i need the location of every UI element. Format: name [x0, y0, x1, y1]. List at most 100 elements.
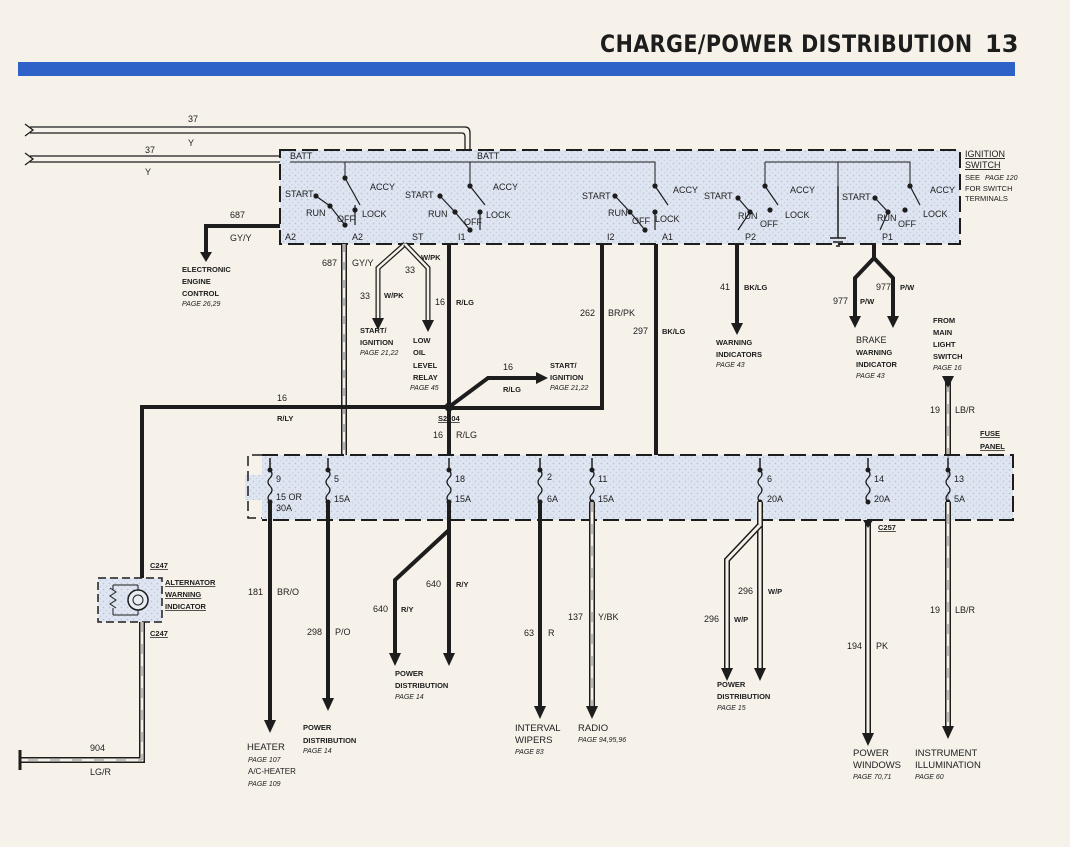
pd14b-l1: POWER [395, 669, 424, 678]
terminal-a1: A1 [662, 232, 673, 242]
wire-16b-label: 16 [503, 362, 513, 372]
pd14b-page: PAGE 14 [395, 694, 424, 701]
ignition-see: SEE [965, 173, 980, 182]
windows-page: PAGE 70,71 [853, 774, 892, 781]
terminal-p1: P1 [882, 232, 893, 242]
fuse-5-amps: 15A [334, 494, 350, 504]
wire-181-label: 181 [248, 587, 263, 597]
wire-640a-color: R/Y [456, 580, 469, 589]
instrument-page: PAGE 60 [915, 774, 944, 781]
wire-19b-label: 19 [930, 605, 940, 615]
warning-l2: INDICATORS [716, 350, 762, 359]
windows-l1: POWER [853, 748, 889, 759]
fuse-14-num: 14 [874, 474, 884, 484]
wire-977a-label: 977 [876, 282, 891, 292]
alternator-indicator [97, 577, 163, 623]
switch2-off: OFF [464, 217, 482, 227]
fuse-9-amps: 15 OR [276, 492, 303, 502]
wire-262-color: BR/PK [608, 308, 635, 318]
wire-904-color: LG/R [90, 767, 112, 777]
switch3-off: OFF [632, 216, 650, 226]
eec-page: PAGE 26,29 [182, 301, 221, 308]
wire-296a-color: W/P [768, 587, 782, 596]
fuse-13-amps: 5A [954, 494, 965, 504]
eec-color: GY/Y [230, 233, 252, 243]
fuse-6-amps: 20A [767, 494, 783, 504]
mainlight-l3: LIGHT [933, 340, 956, 349]
wire-16-branch-start [447, 376, 540, 409]
fuse-11-amps: 15A [598, 494, 614, 504]
switch3-start: START [582, 191, 611, 201]
ignition-note2: TERMINALS [965, 194, 1008, 203]
wire-37-top: 37 [188, 114, 198, 124]
wipers-l2: WIPERS [515, 735, 552, 746]
lowoil-page: PAGE 45 [410, 385, 439, 392]
switch1-accy: ACCY [370, 182, 395, 192]
mainlight-page: PAGE 16 [933, 365, 962, 372]
heater-l1: HEATER [247, 742, 285, 753]
wire-16a-label: 16 [435, 297, 445, 307]
wire-16c-color: R/LY [277, 414, 293, 423]
wipers-page: PAGE 83 [515, 749, 544, 756]
wire-16a-color: R/LG [456, 298, 474, 307]
wire-33a-label: 33 [405, 265, 415, 275]
switch2-lock: LOCK [486, 210, 511, 220]
splice-s2004-icon [444, 402, 454, 412]
switch2-start: START [405, 190, 434, 200]
wire-297-label: 297 [633, 326, 648, 336]
pd14a-l1: POWER [303, 723, 332, 732]
heater-page2: PAGE 109 [248, 781, 281, 788]
wire-137-color: Y/BK [598, 612, 619, 622]
page-number: 13 [985, 30, 1019, 58]
switch4-lock: LOCK [785, 210, 810, 220]
wire-904-label: 904 [90, 743, 105, 753]
eec-label-1: ELECTRONIC [182, 265, 231, 274]
warning-page: PAGE 43 [716, 362, 745, 369]
pd15-page: PAGE 15 [717, 705, 746, 712]
fuse-5-num: 5 [334, 474, 339, 484]
terminal-p2: P2 [745, 232, 756, 242]
wire-16d-color: R/LG [456, 430, 477, 440]
terminal-a2-left: A2 [285, 232, 296, 242]
wire-298a-label: 298 [307, 627, 322, 637]
arrow-start2-icon [536, 372, 548, 384]
fuse-14-amps: 20A [874, 494, 890, 504]
warning-l1: WARNING [716, 338, 752, 347]
start1-page: PAGE 21,22 [360, 350, 399, 357]
fuse-9-amps2: 30A [276, 503, 292, 513]
lowoil-l3: LEVEL [413, 361, 438, 370]
ignition-switch-box [279, 149, 961, 247]
wire-977b-label: 977 [833, 296, 848, 306]
ignition-switch-title: IGNITION [965, 149, 1005, 159]
switch5-off: OFF [898, 219, 916, 229]
wire-296b-label: 296 [704, 614, 719, 624]
fuse-2-amps: 6A [547, 494, 558, 504]
switch1-start: START [285, 189, 314, 199]
eec-label-2: ENGINE [182, 277, 211, 286]
fuse-panel-title2: PANEL [980, 442, 1005, 451]
wire-63-label: 63 [524, 628, 534, 638]
wire-y-top: Y [188, 138, 194, 148]
wire-16b-color: R/LG [503, 385, 521, 394]
wire-41-label: 41 [720, 282, 730, 292]
fuse-18-amps: 15A [455, 494, 471, 504]
switch1-lock: LOCK [362, 209, 387, 219]
switch4-start: START [704, 191, 733, 201]
terminal-st: ST [412, 232, 424, 242]
ground-icon [830, 186, 846, 247]
fuse-11-num: 11 [598, 474, 607, 484]
wire-640b-label: 640 [373, 604, 388, 614]
alternator-l2: WARNING [165, 590, 201, 599]
terminal-i2: I2 [607, 232, 615, 242]
brake-l2: WARNING [856, 348, 892, 357]
fuse-13-num: 13 [954, 474, 964, 484]
switch3-accy: ACCY [673, 185, 698, 195]
header-bar [18, 62, 1015, 76]
brake-l1: BRAKE [856, 335, 887, 345]
page-title: CHARGE/POWER DISTRIBUTION [600, 30, 973, 58]
wire-640b-color: R/Y [401, 605, 414, 614]
batt-label-center: BATT [477, 151, 500, 161]
brake-page: PAGE 43 [856, 373, 885, 380]
switch3-run: RUN [608, 208, 628, 218]
